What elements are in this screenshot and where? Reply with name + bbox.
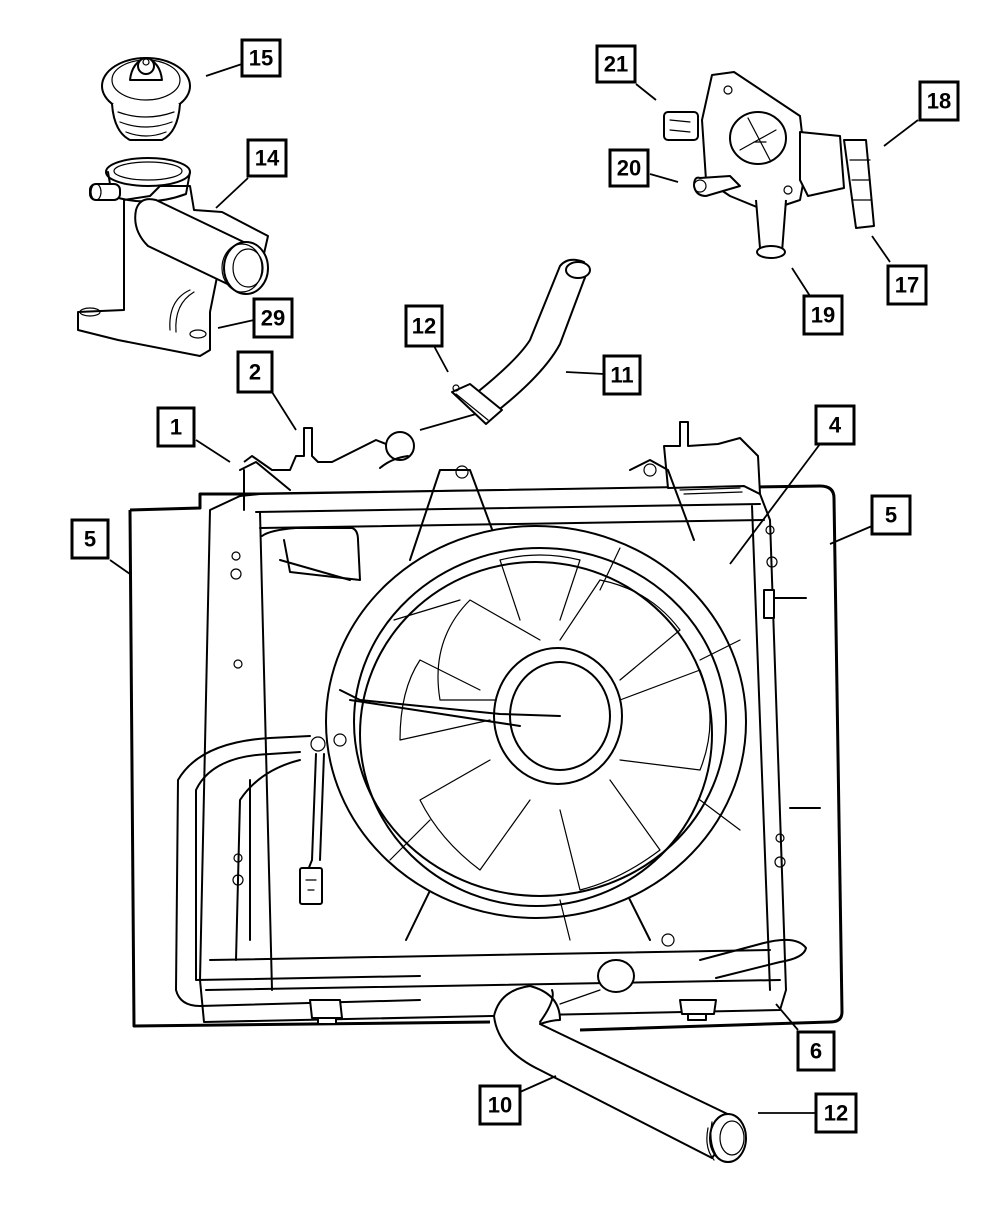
svg-text:20: 20 — [617, 156, 641, 181]
callout-19[interactable]: 19 — [802, 294, 844, 336]
fan-blades — [389, 547, 741, 941]
svg-text:21: 21 — [604, 52, 628, 77]
svg-text:10: 10 — [488, 1093, 512, 1118]
callout-6[interactable]: 6 — [796, 1030, 836, 1072]
svg-text:17: 17 — [895, 273, 919, 298]
callout-29[interactable]: 29 — [252, 297, 294, 339]
svg-text:6: 6 — [810, 1039, 822, 1064]
svg-text:15: 15 — [249, 46, 273, 71]
lower-isolators — [309, 999, 717, 1025]
callout-5-left[interactable]: 5 — [70, 518, 110, 560]
svg-text:12: 12 — [824, 1101, 848, 1126]
callout-15[interactable]: 15 — [240, 38, 282, 78]
svg-text:14: 14 — [255, 146, 280, 171]
svg-text:2: 2 — [249, 360, 261, 385]
callout-5-right[interactable]: 5 — [870, 494, 912, 536]
thermostat-housing — [77, 157, 269, 357]
svg-text:18: 18 — [927, 89, 951, 114]
callout-11[interactable]: 11 — [602, 354, 642, 396]
coolant-outlet-assembly — [663, 71, 875, 259]
svg-text:5: 5 — [885, 503, 897, 528]
svg-text:11: 11 — [610, 363, 633, 388]
callout-12-upper[interactable]: 12 — [404, 304, 444, 348]
callout-4[interactable]: 4 — [814, 404, 856, 446]
svg-text:4: 4 — [829, 413, 842, 438]
callout-18[interactable]: 18 — [918, 80, 960, 122]
svg-text:1: 1 — [170, 415, 182, 440]
transmission-cooler-lines — [175, 735, 807, 1007]
svg-text:29: 29 — [261, 306, 285, 331]
callout-10[interactable]: 10 — [478, 1084, 522, 1126]
callout-21[interactable]: 21 — [595, 44, 637, 84]
callout-20[interactable]: 20 — [608, 148, 650, 188]
callout-12-lower[interactable]: 12 — [814, 1092, 858, 1134]
upper-radiator-hose — [451, 258, 591, 425]
svg-text:12: 12 — [412, 314, 436, 339]
thermostat — [101, 57, 191, 141]
fan-shroud — [310, 459, 747, 941]
svg-text:5: 5 — [84, 527, 96, 552]
leader-lines — [109, 63, 919, 1114]
svg-text:19: 19 — [811, 303, 835, 328]
callout-2[interactable]: 2 — [236, 350, 274, 394]
callout-14[interactable]: 14 — [246, 138, 288, 178]
callout-1[interactable]: 1 — [156, 406, 196, 448]
air-seal-panel — [128, 484, 844, 1032]
lower-radiator-hose — [493, 959, 747, 1163]
callout-17[interactable]: 17 — [886, 264, 928, 306]
